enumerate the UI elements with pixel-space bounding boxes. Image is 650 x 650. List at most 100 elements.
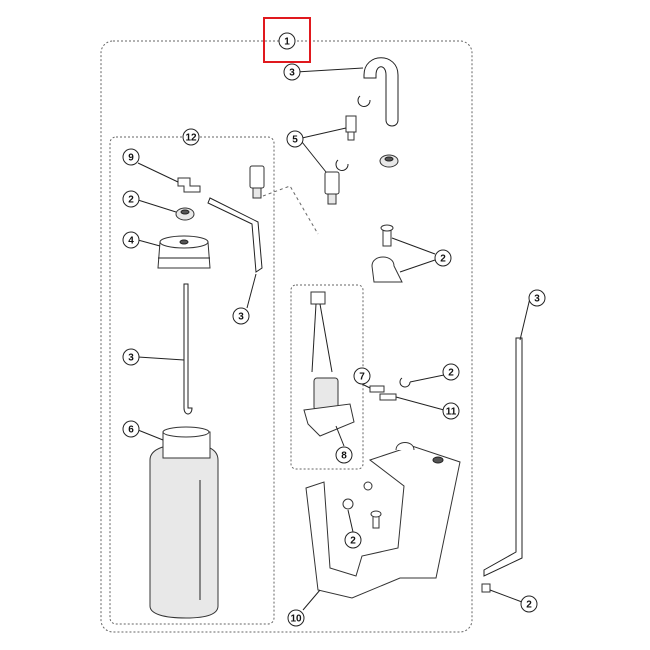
callout-circle — [182, 128, 200, 146]
valve-right-stem — [327, 193, 337, 205]
connection-line — [262, 185, 319, 235]
leader-8 — [335, 425, 345, 447]
leader-4 — [137, 239, 161, 247]
bracket-notch — [395, 442, 415, 451]
callout-label: 2 — [128, 195, 134, 206]
callout-circle — [442, 402, 460, 420]
callout-circle — [122, 348, 140, 366]
callout-circle — [353, 367, 371, 385]
tank-cap-hole — [179, 239, 189, 245]
callout-1: 1 — [278, 32, 296, 50]
callout-circle — [122, 231, 140, 249]
callout-label: 2 — [440, 254, 446, 265]
callout-12: 12 — [182, 128, 200, 146]
callout-label: 1 — [284, 37, 290, 48]
callout-circle — [232, 307, 250, 325]
callout-5: 5 — [286, 130, 304, 148]
hose-clamp — [371, 256, 403, 283]
leader-5b — [301, 141, 327, 173]
callout-4: 4 — [122, 231, 140, 249]
clip-top — [357, 95, 371, 107]
leader-3a — [295, 67, 364, 73]
hose-long — [483, 337, 523, 577]
callout-11: 11 — [442, 402, 460, 420]
leader-10 — [302, 589, 321, 611]
callout-10: 10 — [287, 609, 305, 627]
hose-top-end — [363, 75, 377, 79]
callout-label: 9 — [128, 153, 134, 164]
fitting-11 — [379, 393, 397, 401]
callout-circle — [520, 595, 538, 613]
callout-circle — [344, 531, 362, 549]
screw-upper-head — [380, 224, 394, 232]
leader-2b2 — [399, 259, 436, 273]
nut-lower — [342, 498, 354, 510]
callout-9: 9 — [122, 148, 140, 166]
callout-label: 11 — [446, 407, 457, 418]
callout-2: 2 — [434, 249, 452, 267]
pump-wire-b — [319, 303, 333, 373]
callout-circle — [335, 446, 353, 464]
clip-small — [399, 377, 411, 388]
callout-3: 3 — [122, 348, 140, 366]
callout-circle — [434, 249, 452, 267]
bracket-hole — [432, 456, 444, 464]
callout-3: 3 — [528, 289, 546, 307]
hose-bent — [207, 197, 263, 273]
callout-label: 10 — [290, 614, 302, 625]
callout-circle — [528, 289, 546, 307]
leader-3b — [246, 273, 257, 309]
clip-mid — [335, 159, 349, 171]
callout-label: 2 — [526, 600, 532, 611]
leader-2d — [347, 509, 354, 533]
leader-5a — [301, 127, 347, 139]
callout-circle — [122, 420, 140, 438]
grommet-right-hole — [384, 156, 394, 162]
valve-left — [249, 165, 265, 189]
callout-label: 12 — [185, 133, 197, 144]
leader-11 — [395, 396, 445, 411]
callout-circle — [287, 609, 305, 627]
screw-hose-end — [481, 583, 491, 593]
screw-lower-head — [370, 510, 382, 518]
callout-3: 3 — [283, 63, 301, 81]
elbow-fitting — [177, 177, 201, 193]
highlight-box — [263, 17, 311, 63]
callout-6: 6 — [122, 420, 140, 438]
leader-3c — [137, 356, 185, 361]
pump-wire-a — [311, 303, 317, 373]
leader-2a — [137, 199, 177, 213]
callout-circle — [122, 190, 140, 208]
callout-label: 3 — [128, 353, 134, 364]
callout-label: 2 — [350, 536, 356, 547]
callout-2: 2 — [520, 595, 538, 613]
callout-7: 7 — [353, 367, 371, 385]
hose-top — [363, 57, 399, 127]
valve-right — [324, 171, 340, 195]
tank-neck-top — [162, 426, 210, 438]
callout-8: 8 — [335, 446, 353, 464]
leader-6 — [137, 429, 164, 441]
callout-label: 3 — [289, 68, 295, 79]
nipple-upper — [345, 115, 357, 133]
callout-label: 3 — [534, 294, 540, 305]
callout-2: 2 — [442, 363, 460, 381]
pump-body — [313, 377, 339, 411]
callout-circle — [442, 363, 460, 381]
pump-connector — [310, 291, 326, 305]
callout-circle — [278, 32, 296, 50]
leader-2c — [409, 374, 445, 383]
callout-label: 5 — [292, 135, 298, 146]
callout-label: 7 — [359, 372, 365, 383]
nut-bracket — [363, 481, 373, 491]
subassembly-8-boundary — [290, 284, 364, 470]
callout-circle — [122, 148, 140, 166]
fitting-7 — [369, 385, 385, 393]
callout-2: 2 — [344, 531, 362, 549]
callout-circle — [286, 130, 304, 148]
mounting-bracket — [305, 445, 461, 599]
leader-3d — [519, 297, 531, 341]
